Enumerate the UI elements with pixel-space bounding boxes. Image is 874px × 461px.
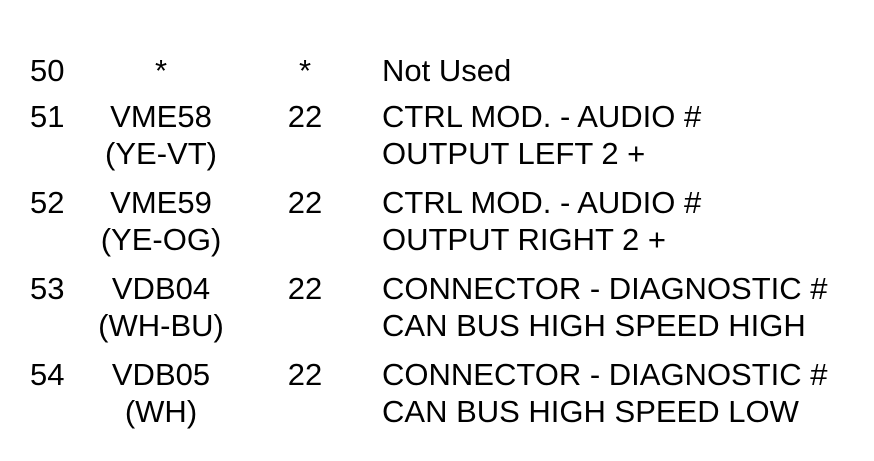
table-row-pin-51: 51 VME58 (YE-VT) 22 CTRL MOD. - AUDIO # …	[30, 98, 874, 172]
table-row-pin-50: 50 * * Not Used	[30, 52, 874, 89]
pin-number: 50	[30, 53, 65, 88]
circuit-code-id: VME59	[110, 185, 212, 220]
circuit-function-line2: CAN BUS HIGH SPEED HIGH	[382, 308, 806, 343]
circuit-code-id: VDB04	[111, 271, 211, 306]
wire-gauge: *	[298, 53, 312, 88]
wire-gauge: 22	[287, 357, 323, 392]
circuit-function-line1: CONNECTOR - DIAGNOSTIC #	[382, 357, 828, 392]
circuit-function-line1: CONNECTOR - DIAGNOSTIC #	[382, 271, 828, 306]
circuit-function: Not Used	[382, 53, 512, 88]
circuit-code: VDB05 (WH)	[70, 356, 252, 430]
pin-number: 53	[30, 271, 65, 306]
pin-number: 54	[30, 357, 65, 392]
circuit-function-line1: CTRL MOD. - AUDIO #	[382, 99, 702, 134]
circuit-function-line1: CTRL MOD. - AUDIO #	[382, 185, 702, 220]
wire-gauge: 22	[287, 271, 323, 306]
circuit-code: VME58 (YE-VT)	[70, 98, 252, 172]
circuit-code: VME59 (YE-OG)	[70, 184, 252, 258]
table-row-pin-53: 53 VDB04 (WH-BU) 22 CONNECTOR - DIAGNOST…	[30, 270, 874, 344]
circuit-function-line2: CAN BUS HIGH SPEED LOW	[382, 394, 799, 429]
circuit-function-line2: OUTPUT RIGHT 2 +	[382, 222, 666, 257]
circuit-code-id: VDB05	[111, 357, 211, 392]
circuit-function: CTRL MOD. - AUDIO # OUTPUT RIGHT 2 +	[358, 184, 874, 258]
circuit-wire-color: (WH)	[124, 394, 198, 429]
wire-gauge: 22	[287, 99, 323, 134]
circuit-code: VDB04 (WH-BU)	[70, 270, 252, 344]
pin-number: 52	[30, 185, 65, 220]
circuit-function: CTRL MOD. - AUDIO # OUTPUT LEFT 2 +	[358, 98, 874, 172]
table-row-pin-52: 52 VME59 (YE-OG) 22 CTRL MOD. - AUDIO # …	[30, 184, 874, 258]
pin-number: 51	[30, 99, 65, 134]
circuit-function: CONNECTOR - DIAGNOSTIC # CAN BUS HIGH SP…	[358, 356, 874, 430]
circuit-function: CONNECTOR - DIAGNOSTIC # CAN BUS HIGH SP…	[358, 270, 874, 344]
circuit-wire-color: (WH-BU)	[98, 308, 224, 343]
circuit-code-id: VME58	[110, 99, 212, 134]
circuit-code: *	[154, 53, 168, 88]
circuit-wire-color: (YE-VT)	[105, 136, 217, 171]
circuit-function-line2: OUTPUT LEFT 2 +	[382, 136, 646, 171]
table-row-pin-54: 54 VDB05 (WH) 22 CONNECTOR - DIAGNOSTIC …	[30, 356, 874, 430]
pinout-table: 50 * * Not Used 51 VME58 (YE-VT) 22 CTRL…	[30, 52, 874, 430]
circuit-wire-color: (YE-OG)	[100, 222, 222, 257]
wire-gauge: 22	[287, 185, 323, 220]
